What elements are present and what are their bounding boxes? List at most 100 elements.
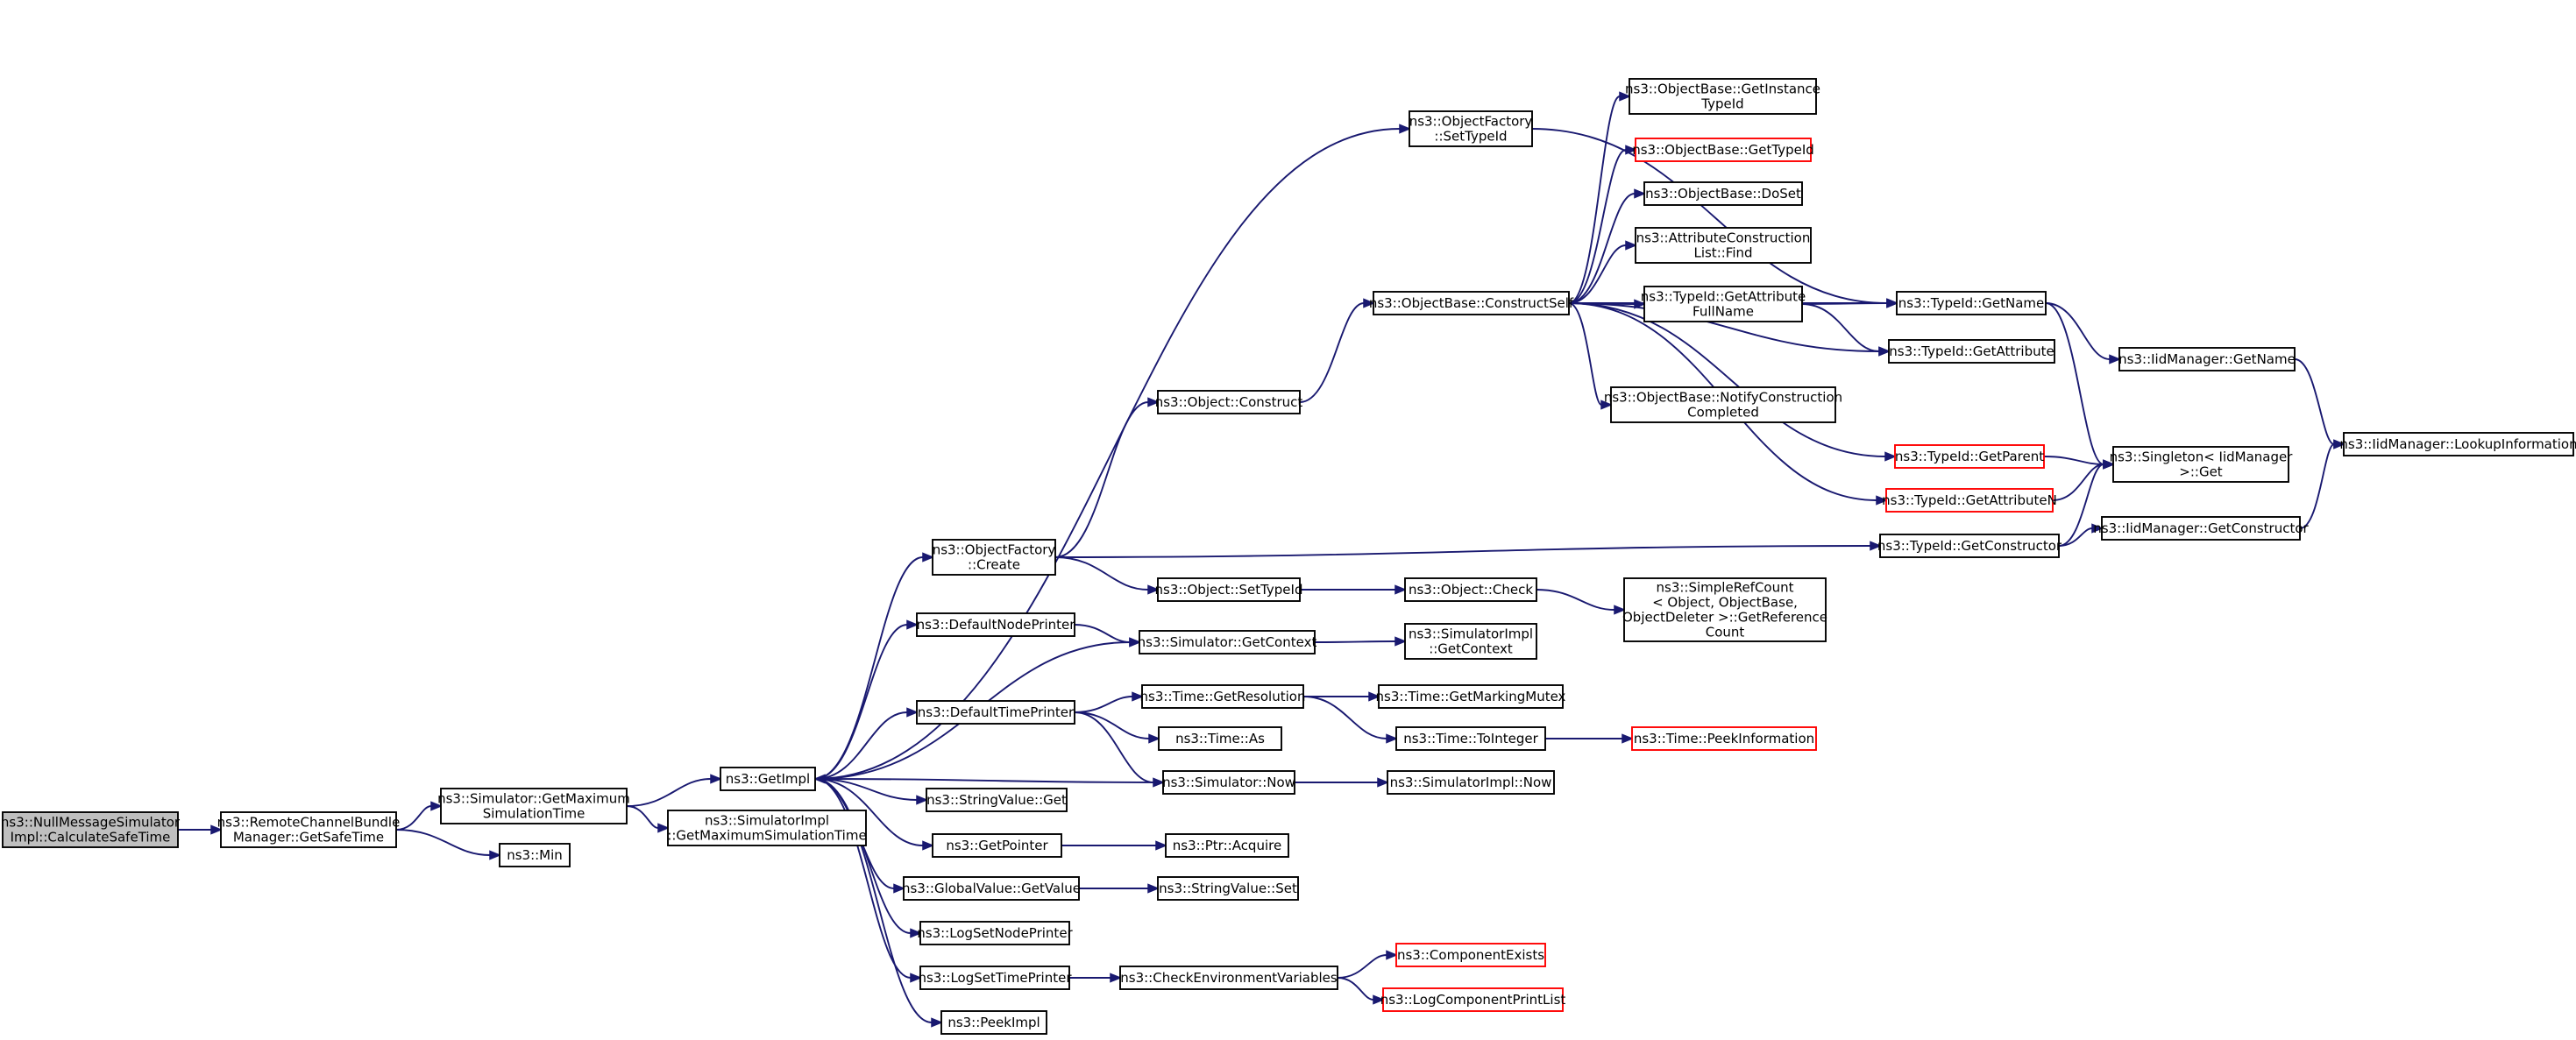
node-iidgetname[interactable]: ns3::IidManager::GetName xyxy=(2118,347,2296,371)
node-iidlookup[interactable]: ns3::IidManager::LookupInformation xyxy=(2339,432,2576,456)
node-simimplctx[interactable]: ns3::SimulatorImpl::GetContext xyxy=(1404,623,1537,660)
node-box[interactable] xyxy=(1162,770,1295,795)
node-box[interactable] xyxy=(1888,339,2055,364)
node-tidgetparent[interactable]: ns3::TypeId::GetParent xyxy=(1894,444,2045,469)
node-getimpl[interactable]: ns3::GetImpl xyxy=(720,767,816,791)
node-simnow[interactable]: ns3::Simulator::Now xyxy=(1162,770,1295,795)
node-box[interactable] xyxy=(1395,943,1546,967)
node-box[interactable] xyxy=(1139,630,1316,654)
node-box[interactable] xyxy=(919,921,1070,945)
node-box[interactable] xyxy=(2343,432,2574,456)
node-iidgetctor[interactable]: ns3::IidManager::GetConstructor xyxy=(2093,516,2310,541)
node-simplerefcount[interactable]: ns3::SimpleRefCount< Object, ObjectBase,… xyxy=(1622,577,1827,642)
node-ofsettid[interactable]: ns3::ObjectFactory::SetTypeId xyxy=(1409,110,1533,147)
node-box[interactable] xyxy=(932,539,1056,576)
node-box[interactable] xyxy=(1643,286,1803,322)
node-timeres[interactable]: ns3::Time::GetResolution xyxy=(1140,684,1306,709)
node-singletonget[interactable]: ns3::Singleton< IidManager >::Get xyxy=(2110,446,2294,483)
node-box[interactable] xyxy=(1885,488,2054,513)
node-box[interactable] xyxy=(2101,516,2301,541)
node-tidgetattrn[interactable]: ns3::TypeId::GetAttributeN xyxy=(1882,488,2057,513)
node-box[interactable] xyxy=(1404,577,1537,602)
node-box[interactable] xyxy=(2112,446,2289,483)
node-min[interactable]: ns3::Min xyxy=(499,843,571,867)
node-box[interactable] xyxy=(916,612,1075,637)
node-box[interactable] xyxy=(940,1010,1047,1035)
node-box[interactable] xyxy=(1373,291,1570,315)
node-tidgetattr[interactable]: ns3::TypeId::GetAttribute xyxy=(1888,339,2055,364)
node-box[interactable] xyxy=(1157,577,1301,602)
node-box[interactable] xyxy=(1635,227,1812,264)
node-getptr[interactable]: ns3::GetPointer xyxy=(932,833,1062,858)
node-objconstruct[interactable]: ns3::Object::Construct xyxy=(1155,390,1303,414)
node-box[interactable] xyxy=(1141,684,1304,709)
node-gvget[interactable]: ns3::GlobalValue::GetValue xyxy=(902,876,1081,901)
node-box[interactable] xyxy=(2118,347,2296,371)
node-box[interactable] xyxy=(220,811,397,848)
node-box[interactable] xyxy=(2,811,179,848)
node-obconstructself[interactable]: ns3::ObjectBase::ConstructSelf xyxy=(1369,291,1574,315)
node-box[interactable] xyxy=(1119,966,1338,990)
node-logtime[interactable]: ns3::LogSetTimePrinter xyxy=(918,966,1072,990)
node-ptracq[interactable]: ns3::Ptr::Acquire xyxy=(1165,833,1289,858)
node-box[interactable] xyxy=(1409,110,1533,147)
node-box[interactable] xyxy=(919,966,1070,990)
node-box[interactable] xyxy=(1382,987,1564,1012)
node-box[interactable] xyxy=(1631,726,1817,751)
node-box[interactable] xyxy=(1894,444,2045,469)
node-objcheck[interactable]: ns3::Object::Check xyxy=(1404,577,1537,602)
node-box[interactable] xyxy=(932,833,1062,858)
node-timemutex[interactable]: ns3::Time::GetMarkingMutex xyxy=(1376,684,1566,709)
node-strset[interactable]: ns3::StringValue::Set xyxy=(1157,876,1299,901)
node-lognode[interactable]: ns3::LogSetNodePrinter xyxy=(917,921,1074,945)
node-box[interactable] xyxy=(1378,684,1564,709)
node-box[interactable] xyxy=(1623,577,1827,642)
node-defnodep[interactable]: ns3::DefaultNodePrinter xyxy=(916,612,1076,637)
node-box[interactable] xyxy=(1165,833,1289,858)
node-box[interactable] xyxy=(1635,138,1812,162)
node-box[interactable] xyxy=(1157,876,1299,901)
node-obdoset[interactable]: ns3::ObjectBase::DoSet xyxy=(1643,181,1803,206)
node-obnotify[interactable]: ns3::ObjectBase::NotifyConstructionCompl… xyxy=(1604,386,1842,423)
node-box[interactable] xyxy=(1610,386,1836,423)
node-box[interactable] xyxy=(720,767,816,791)
node-box[interactable] xyxy=(1158,726,1282,751)
node-box[interactable] xyxy=(667,810,867,846)
node-rcbm[interactable]: ns3::RemoteChannelBundleManager::GetSafe… xyxy=(217,811,401,848)
node-box[interactable] xyxy=(1879,534,2060,558)
node-deftimep[interactable]: ns3::DefaultTimePrinter xyxy=(916,700,1075,725)
node-obgettid[interactable]: ns3::ObjectBase::GetTypeId xyxy=(1632,138,1814,162)
node-root[interactable]: ns3::NullMessageSimulatorImpl::Calculate… xyxy=(1,811,181,848)
node-box[interactable] xyxy=(926,788,1068,812)
node-tidgetctor[interactable]: ns3::TypeId::GetConstructor xyxy=(1877,534,2062,558)
node-box[interactable] xyxy=(1404,623,1537,660)
node-box[interactable] xyxy=(1629,78,1817,115)
node-tidgetname[interactable]: ns3::TypeId::GetName xyxy=(1896,291,2047,315)
node-simgetctx[interactable]: ns3::Simulator::GetContext xyxy=(1138,630,1317,654)
node-box[interactable] xyxy=(1387,770,1555,795)
node-box[interactable] xyxy=(1643,181,1803,206)
node-ofcreate[interactable]: ns3::ObjectFactory::Create xyxy=(932,539,1056,576)
node-checkenv[interactable]: ns3::CheckEnvironmentVariables xyxy=(1119,966,1338,990)
node-objsettid[interactable]: ns3::Object::SetTypeId xyxy=(1155,577,1303,602)
node-simimplnow[interactable]: ns3::SimulatorImpl::Now xyxy=(1387,770,1555,795)
node-compexists[interactable]: ns3::ComponentExists xyxy=(1395,943,1546,967)
node-box[interactable] xyxy=(903,876,1080,901)
node-box[interactable] xyxy=(440,788,628,824)
node-timepeek[interactable]: ns3::Time::PeekInformation xyxy=(1631,726,1817,751)
node-logcompprint[interactable]: ns3::LogComponentPrintList xyxy=(1380,987,1566,1012)
node-timetoint[interactable]: ns3::Time::ToInteger xyxy=(1395,726,1546,751)
node-box[interactable] xyxy=(499,843,571,867)
node-peekimpl[interactable]: ns3::PeekImpl xyxy=(940,1010,1047,1035)
node-box[interactable] xyxy=(916,700,1075,725)
node-simimplgmt[interactable]: ns3::SimulatorImpl::GetMaximumSimulation… xyxy=(667,810,867,846)
node-box[interactable] xyxy=(1896,291,2047,315)
node-box[interactable] xyxy=(1157,390,1301,414)
node-timeas[interactable]: ns3::Time::As xyxy=(1158,726,1282,751)
node-simgmt[interactable]: ns3::Simulator::GetMaximumSimulationTime xyxy=(437,788,630,824)
node-box[interactable] xyxy=(1395,726,1546,751)
node-strget[interactable]: ns3::StringValue::Get xyxy=(926,788,1068,812)
